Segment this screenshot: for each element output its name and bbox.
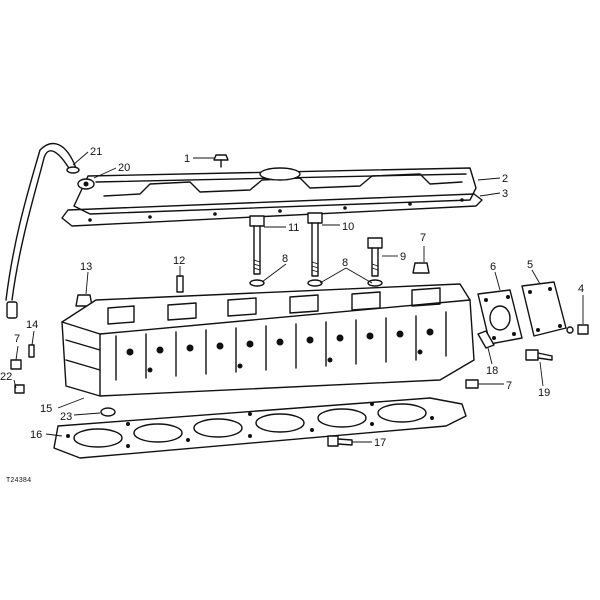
head-bolt-short-9: [367, 237, 383, 277]
callout-8-right: 8: [342, 257, 348, 269]
callout-7-left: 7: [14, 333, 20, 345]
cover-cap-screw: [213, 154, 229, 168]
bolt-19: [525, 349, 553, 361]
callout-9: 9: [400, 251, 406, 263]
callout-8-left: 8: [282, 253, 288, 265]
callout-22: 22: [0, 371, 12, 383]
rocker-arm-cover: [73, 167, 477, 215]
pin-18: [477, 330, 495, 349]
callout-14: 14: [26, 319, 38, 331]
callout-labels: 1 2 3 4 5 6 7 7 7 8 8 9 10 11 12 13 14 1…: [0, 146, 584, 449]
callout-3: 3: [502, 188, 508, 200]
callout-2: 2: [502, 173, 508, 185]
callout-1: 1: [184, 153, 190, 165]
gasket-6: [477, 289, 523, 345]
callout-23: 23: [60, 411, 72, 423]
callout-4: 4: [578, 283, 584, 295]
breather-hose: [5, 142, 80, 319]
callout-13: 13: [80, 261, 92, 273]
head-gasket: [53, 397, 467, 459]
head-bolt-long-11: [249, 215, 265, 275]
callout-10: 10: [342, 221, 354, 233]
figure-reference: T24384: [6, 477, 31, 485]
callout-16: 16: [30, 429, 42, 441]
dowel-14: [28, 344, 35, 358]
callout-7-upper: 7: [420, 232, 426, 244]
plug-22: [14, 384, 25, 394]
cap-screw-17: [327, 435, 353, 447]
callout-15: 15: [40, 403, 52, 415]
callout-6: 6: [490, 261, 496, 273]
plug-23: [100, 407, 116, 417]
callout-17: 17: [374, 437, 386, 449]
callout-11: 11: [288, 222, 299, 234]
callout-12: 12: [173, 255, 185, 267]
callout-7-right: 7: [506, 380, 512, 392]
plug-7-left: [10, 359, 22, 370]
cylinder-head: [61, 283, 475, 397]
bolt-4: [566, 324, 589, 335]
callout-18: 18: [486, 365, 498, 377]
washers: [249, 279, 383, 287]
callout-20: 20: [118, 162, 130, 174]
rocker-cover-gasket: [61, 193, 483, 227]
callout-5: 5: [527, 259, 533, 271]
head-bolt-long-10: [307, 212, 323, 277]
cover-plate-5: [521, 281, 567, 337]
stud-12: [176, 275, 184, 293]
plug-7-right: [465, 379, 479, 389]
nut-7-upper: [412, 262, 430, 274]
callout-19: 19: [538, 387, 550, 399]
callout-21: 21: [90, 146, 102, 158]
leader-lines: [13, 151, 584, 443]
